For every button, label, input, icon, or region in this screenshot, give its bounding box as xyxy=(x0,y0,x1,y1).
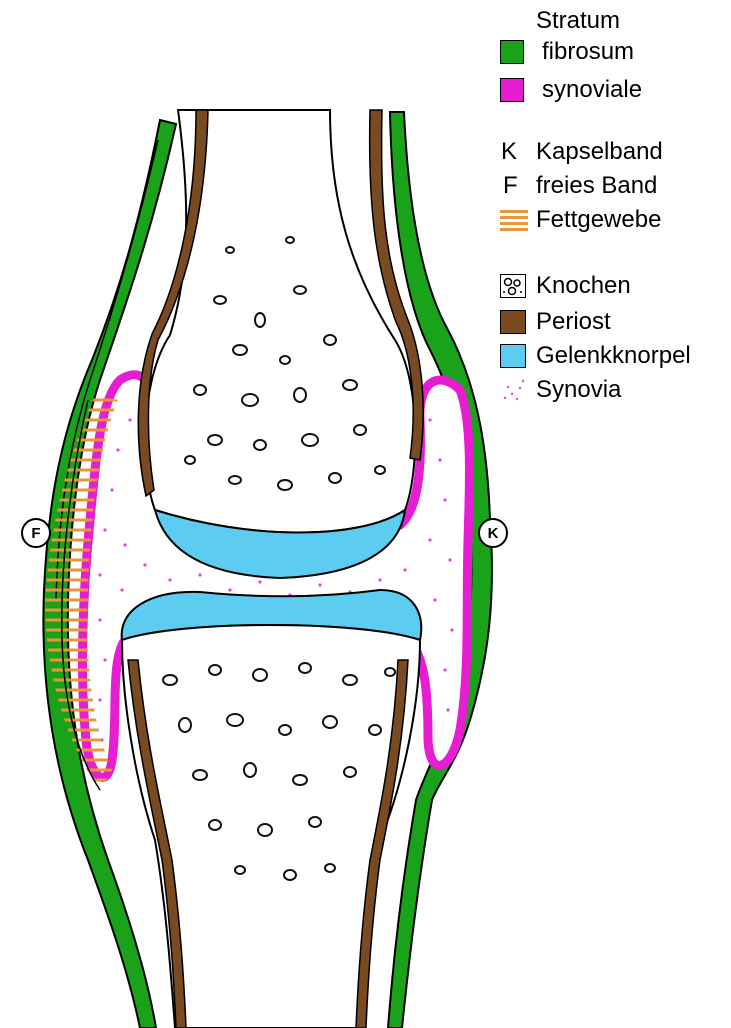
gelenkknorpel-swatch xyxy=(500,344,526,368)
synoviale-swatch xyxy=(500,78,524,102)
legend-kapselband: Kapselband xyxy=(536,138,663,166)
legend-gelenkknorpel: Gelenkknorpel xyxy=(536,342,691,370)
kapselband-letter: K xyxy=(501,138,517,166)
legend-freies-band: freies Band xyxy=(536,172,657,200)
legend-synovia: Synovia xyxy=(536,376,621,404)
legend: Stratum fibrosum synoviale K Kapselband … xyxy=(496,0,731,420)
freies-band-letter: F xyxy=(503,172,518,200)
synovia-swatch xyxy=(500,378,526,402)
legend-periost: Periost xyxy=(536,308,611,336)
periost-swatch xyxy=(500,310,526,334)
legend-fettgewebe: Fettgewebe xyxy=(536,206,661,234)
legend-fibrosum: fibrosum xyxy=(542,38,634,66)
legend-knochen: Knochen xyxy=(536,272,631,300)
fettgewebe-swatch xyxy=(500,210,528,232)
knochen-swatch xyxy=(500,274,526,298)
legend-stratum-heading: Stratum xyxy=(536,7,620,35)
legend-synoviale: synoviale xyxy=(542,76,642,104)
kapselband-marker: K xyxy=(478,518,508,548)
freies-band-marker: F xyxy=(21,518,51,548)
fibrosum-swatch xyxy=(500,40,524,64)
